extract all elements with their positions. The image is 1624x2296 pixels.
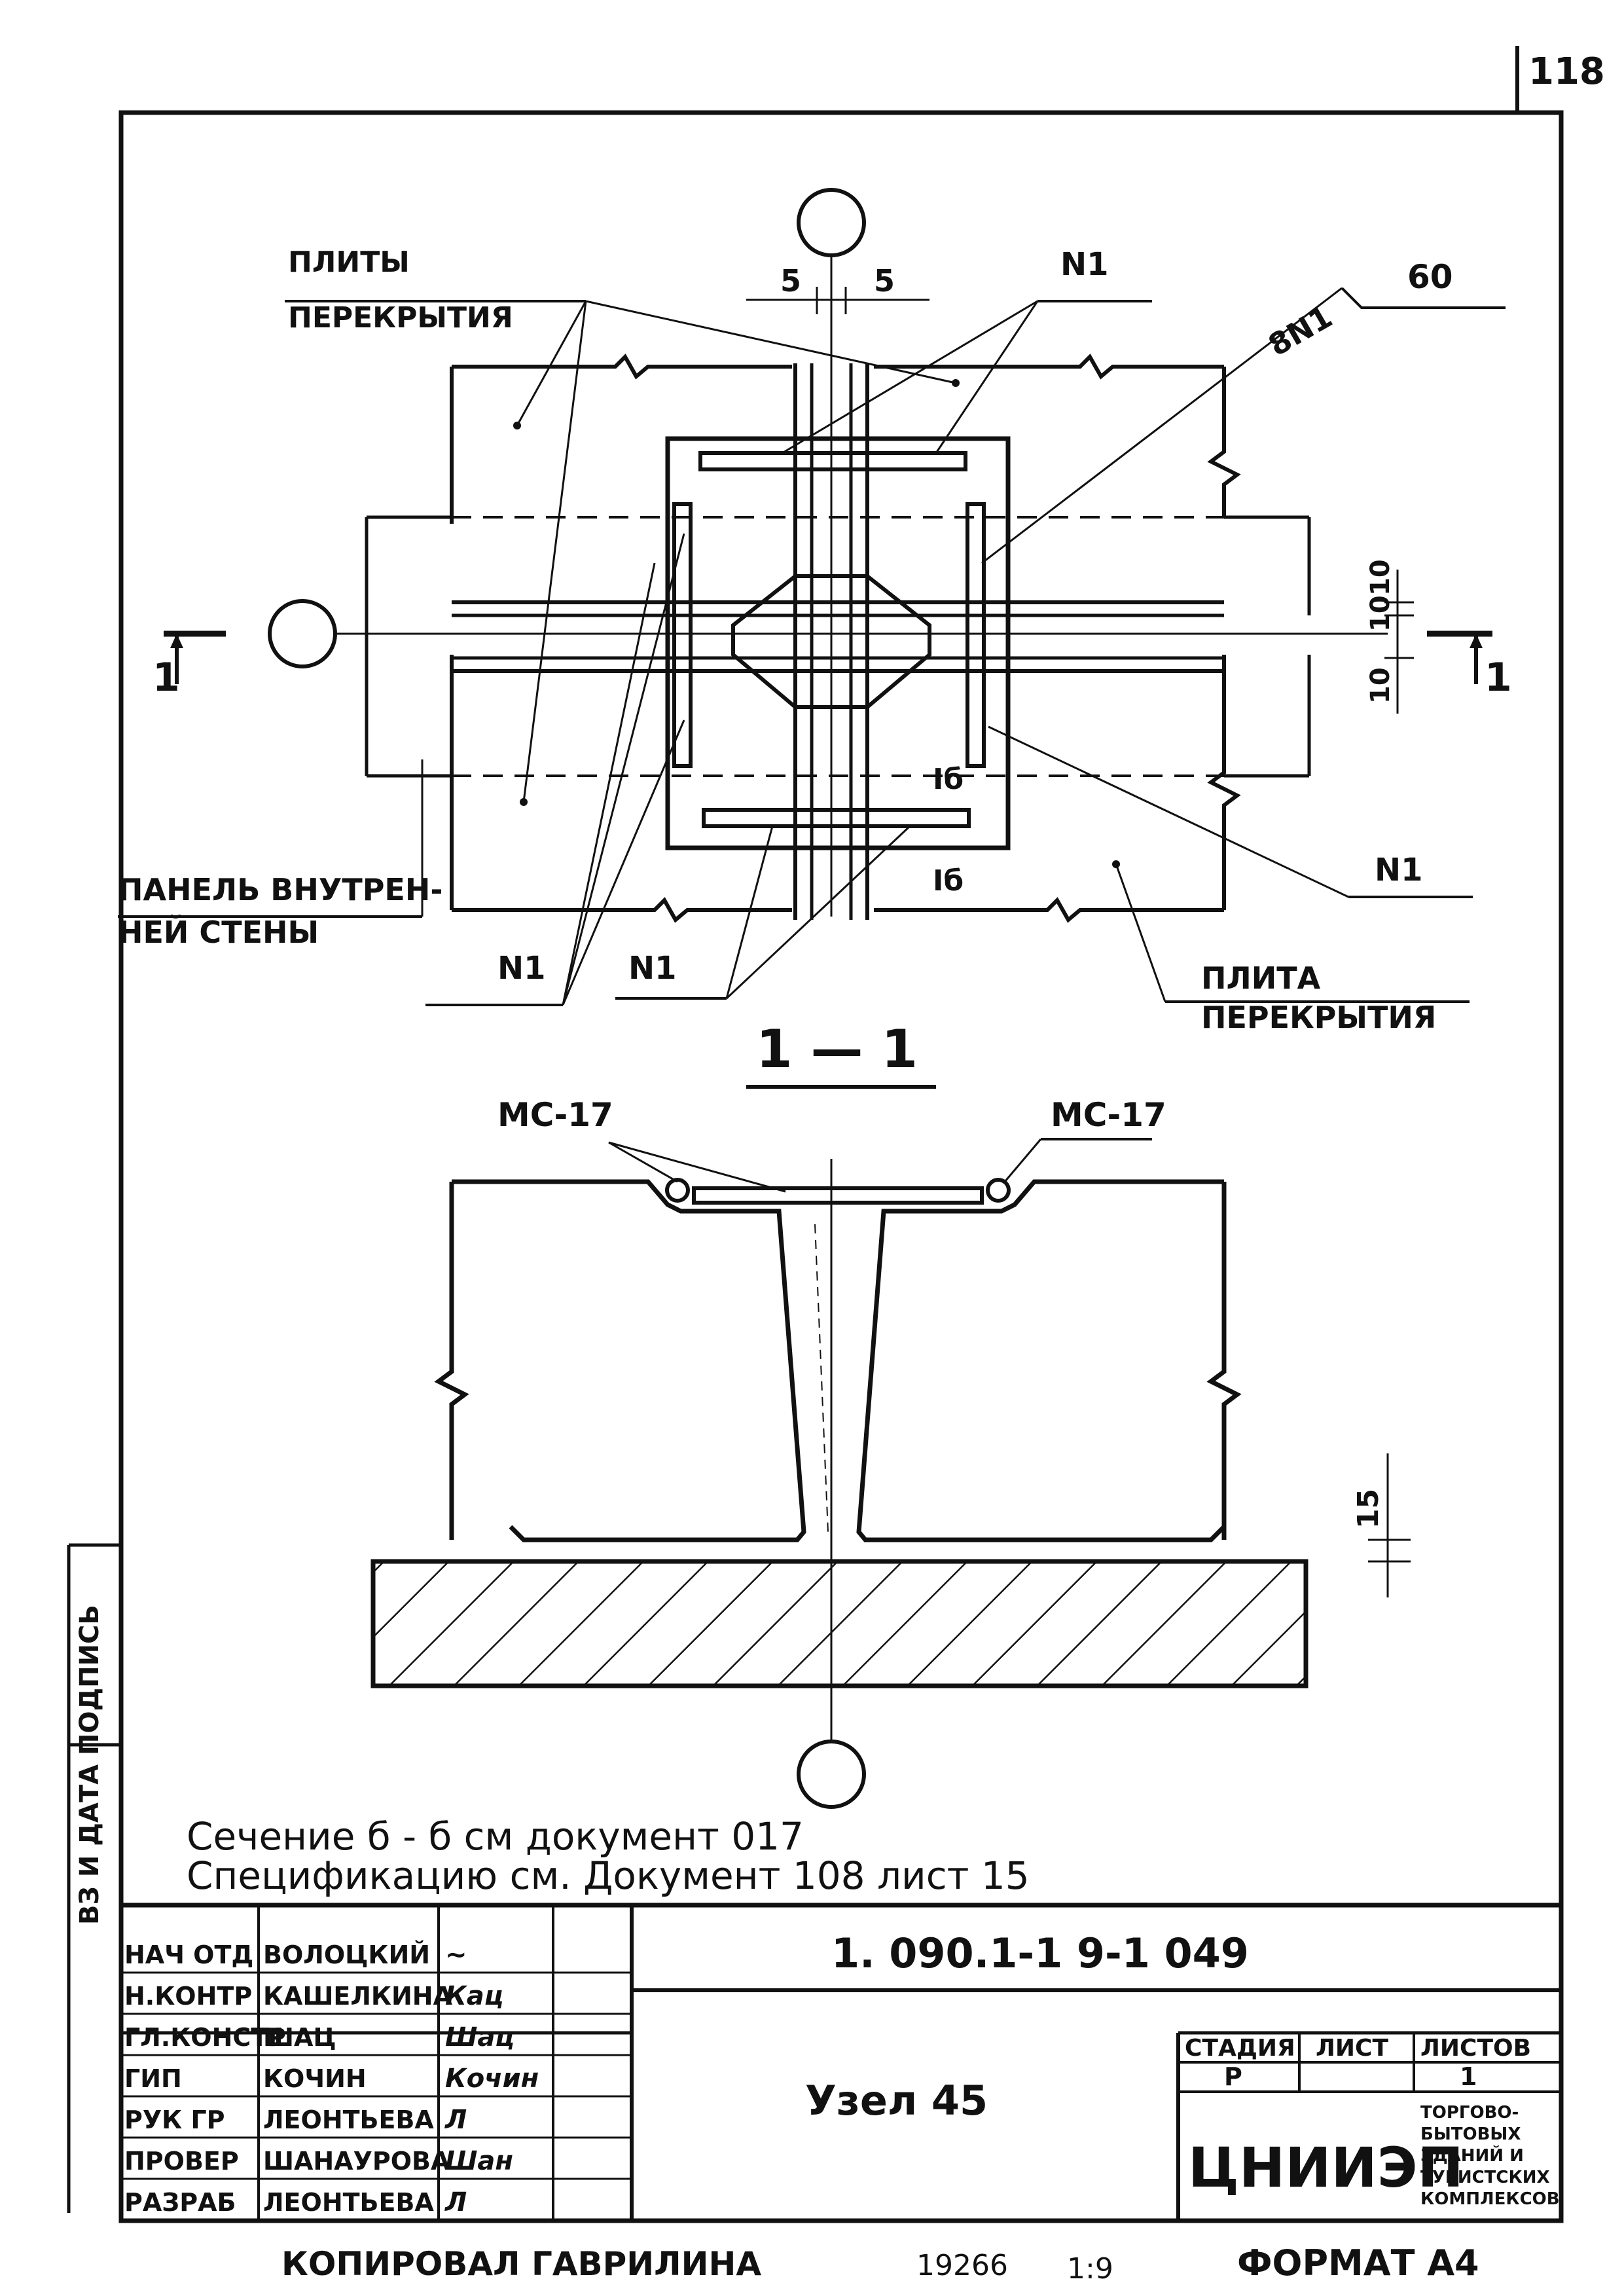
title-block: НАЧ ОТД ВОЛОЦКИЙ ~ Н.КОНТР КАШЕЛКИНАКацГЛ.КО… — [121, 1903, 1561, 2221]
note-line-1: Сечение б - б см документ 017 — [187, 1814, 804, 1859]
org-subtitle-line: ЗДАНИЙ И — [1420, 2145, 1524, 2166]
staff-role: ГЛ.КОНСТР — [124, 2023, 286, 2052]
label-n1-bottom-left: N1 — [497, 950, 546, 987]
staff-name: ЛЕОНТЬЕВА — [263, 2105, 434, 2134]
label-b-lower: Iб — [933, 864, 964, 898]
label-panel-2: НЕЙ СТЕНЫ — [118, 915, 319, 950]
org-name: ЦНИИЭП — [1188, 2136, 1464, 2200]
staff-name: КОЧИН — [263, 2064, 367, 2093]
org-subtitle-line: БЫТОВЫХ — [1420, 2124, 1521, 2144]
org-subtitle-line: ТОРГОВО- — [1420, 2103, 1519, 2123]
stage-value: Р — [1224, 2062, 1242, 2091]
hatched-base — [370, 1559, 1308, 1688]
label-panel-1: ПАНЕЛЬ ВНУТРЕН- — [118, 872, 442, 907]
dim-10-c: 10 — [1365, 667, 1396, 704]
staff-role: НАЧ ОТД — [124, 1941, 253, 1969]
org-subtitle-line: КОМПЛЕКСОВ — [1420, 2189, 1560, 2209]
stage-header: СТАДИЯ — [1185, 2035, 1295, 2062]
dim-5-right: 5 — [874, 263, 895, 299]
dim-10-a: 10 — [1365, 559, 1396, 596]
staff-signature: Шац — [445, 2022, 514, 2052]
staff-name: ВОЛОЦКИЙ — [263, 1941, 430, 1969]
label-n1-top: N1 — [1060, 246, 1109, 283]
label-slabs-top-2: ПЕРЕКРЫТИЯ — [288, 301, 513, 335]
label-n1-right: N1 — [1375, 852, 1423, 888]
side-stamp: ВЗ И ДАТА ПОДПИСЬ — [75, 1605, 105, 1925]
label-slab-br-1: ПЛИТА — [1201, 960, 1321, 996]
staff-signature: Кац — [445, 1981, 503, 2011]
staff-name: КАШЕЛКИНА — [263, 1982, 453, 2011]
staff-name: ШАЦ — [263, 2023, 336, 2052]
page-number: 118 — [1528, 50, 1605, 93]
document-code: 1. 090.1-1 9-1 049 — [831, 1929, 1249, 1977]
staff-role: ГИП — [124, 2064, 182, 2093]
staff-signature: ~ — [445, 1940, 467, 1970]
sheets-value: 1 — [1460, 2062, 1477, 2091]
label-mc-left: МС-17 — [497, 1096, 613, 1134]
staff-signature: Л — [444, 2187, 467, 2217]
axis-circle-top — [797, 188, 866, 257]
dim-60: 60 — [1407, 258, 1453, 296]
axis-circle-bottom — [797, 1740, 866, 1809]
note-line-2: Спецификацию см. Документ 108 лист 15 — [187, 1853, 1030, 1898]
footer-format: ФОРМАТ А4 — [1237, 2242, 1479, 2284]
sheets-header: ЛИСТОВ — [1420, 2035, 1531, 2062]
label-8n1: 8N1 — [1263, 299, 1339, 363]
staff-name: ШАНАУРОВА — [263, 2147, 450, 2176]
staff-role: РАЗРАБ — [124, 2188, 236, 2217]
sheet-header: ЛИСТ — [1316, 2035, 1388, 2062]
plan-view: 1 1 5 5 ПЛИТЫ ПЕРЕКРЫТИЯ N1 60 8N1 — [118, 188, 1512, 1035]
label-n1-bottom-mid: N1 — [628, 950, 677, 987]
staff-role: ПРОВЕР — [124, 2147, 239, 2176]
staff-name: ЛЕОНТЬЕВА — [263, 2188, 434, 2217]
drawing-title: Узел 45 — [805, 2077, 988, 2124]
dim-15: 15 — [1352, 1489, 1385, 1529]
footer-number: 19266 — [916, 2249, 1008, 2282]
org-subtitle-line: ТУРИСТСКИХ — [1420, 2168, 1550, 2187]
section-view: 1 — 1 МС-17 МС-17 15 — [370, 1019, 1411, 1809]
dim-5-left: 5 — [780, 263, 801, 299]
sheet-frame — [118, 110, 1564, 2223]
label-slab-br-2: ПЕРЕКРЫТИЯ — [1201, 1000, 1436, 1035]
dim-10-b: 10 — [1365, 595, 1396, 632]
staff-signature: Л — [444, 2105, 467, 2135]
label-b-upper: Iб — [933, 763, 964, 796]
label-slabs-top-1: ПЛИТЫ — [288, 246, 410, 279]
label-mc-right: МС-17 — [1051, 1096, 1166, 1134]
section-mark-left: 1 — [153, 655, 180, 701]
footer-copied: КОПИРОВАЛ ГАВРИЛИНА — [281, 2245, 761, 2283]
staff-role: РУК ГР — [124, 2105, 225, 2134]
staff-signature: Шан — [445, 2146, 513, 2176]
staff-role: Н.КОНТР — [124, 1982, 252, 2011]
section-mark-right: 1 — [1485, 655, 1512, 701]
footer-sheet-ref: 1:9 — [1067, 2252, 1113, 2286]
staff-signature: Кочин — [445, 2064, 539, 2094]
axis-circle-left — [268, 599, 337, 668]
section-title: 1 — 1 — [756, 1019, 918, 1080]
